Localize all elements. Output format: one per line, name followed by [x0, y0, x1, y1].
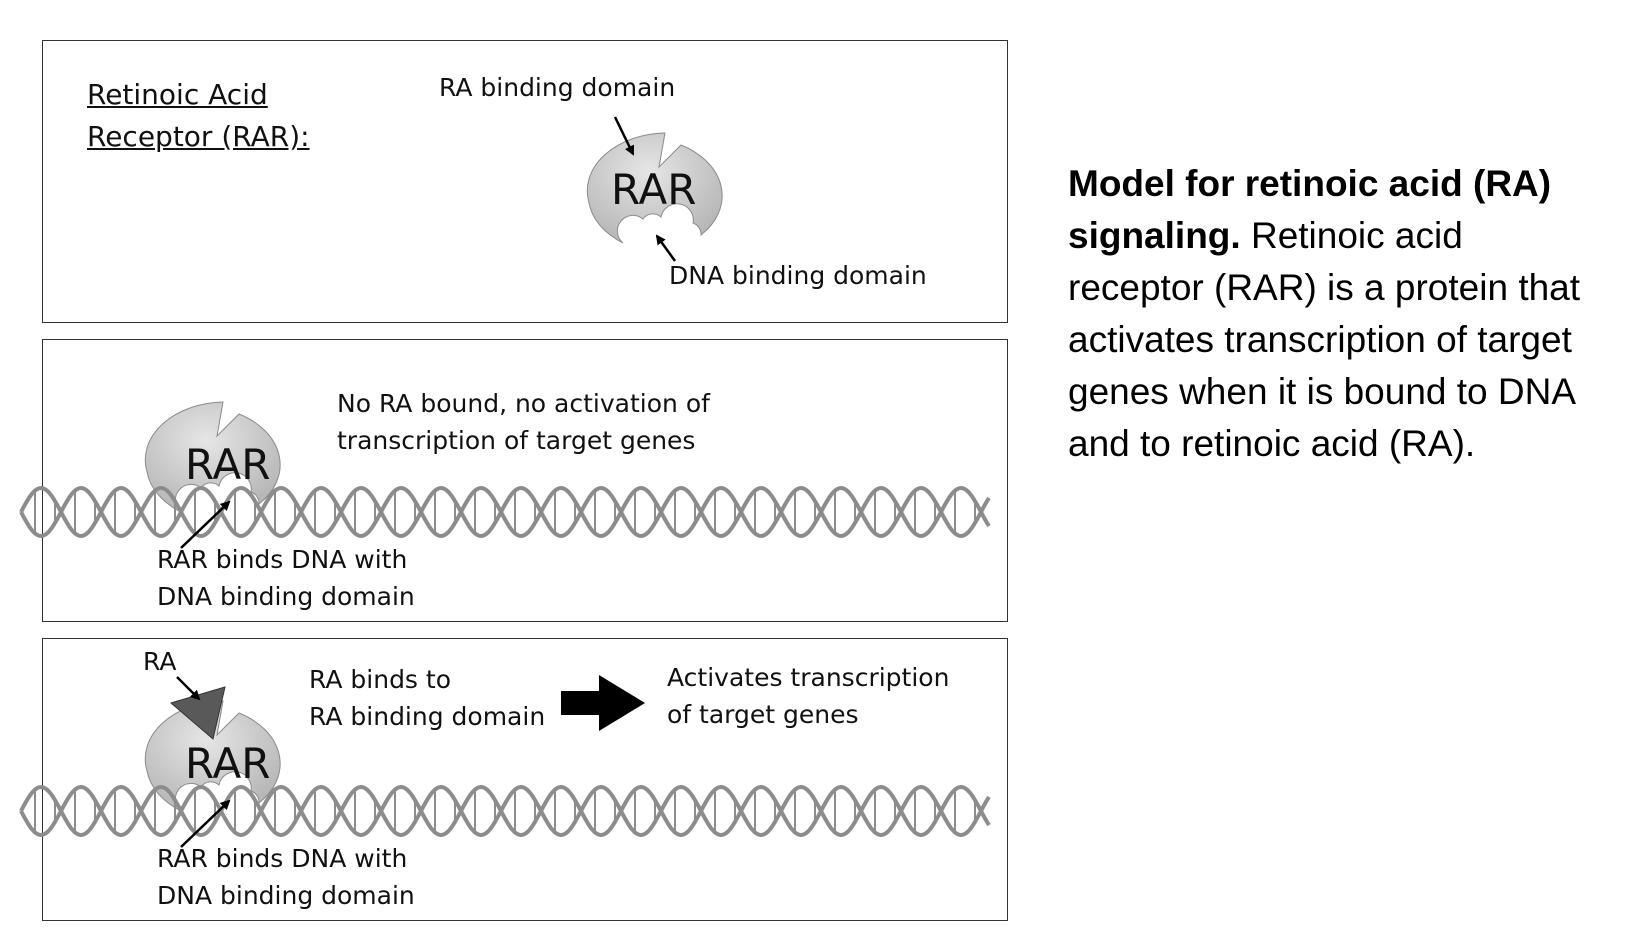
rar-protein-label: RAR	[185, 739, 271, 788]
caption-bold-title: Model for retinoic acid (RA) signaling.	[1068, 163, 1552, 256]
dna-strand-1	[19, 784, 991, 838]
dna-double-helix	[19, 784, 991, 838]
rar-protein-shape	[586, 132, 723, 244]
panel-2-drawing	[19, 401, 991, 549]
figure-caption: Model for retinoic acid (RA) signaling. …	[1068, 158, 1608, 470]
panel-title-line-1: Retinoic Acid	[87, 78, 268, 111]
ra-ligand-label: RA	[143, 647, 177, 676]
rar-protein-label: RAR	[611, 165, 697, 214]
rar-binds-dna-line-2: DNA binding domain	[157, 881, 415, 910]
caption-body: Retinoic acid receptor (RAR) is a protei…	[1068, 215, 1581, 464]
rar-binds-dna-line-1: RAR binds DNA with	[157, 545, 408, 574]
panel-title-line-2: Receptor (RAR):	[87, 120, 310, 153]
ra-binds-line-2: RA binding domain	[309, 702, 546, 731]
activates-transcription-line-2: of target genes	[667, 700, 859, 729]
dna-double-helix	[19, 485, 991, 539]
dna-strand-1	[19, 485, 991, 539]
dna-strand-2	[19, 784, 991, 838]
ra-binding-pointer-arrow	[613, 116, 635, 156]
no-activation-note-line-1: No RA bound, no activation of	[337, 389, 710, 418]
activation-block-arrow	[561, 675, 645, 731]
panel-ra-bound: RA RAR RA binds to RA binding domain Act…	[19, 638, 1008, 921]
ra-binds-line-1: RA binds to	[309, 665, 452, 694]
ra-binding-domain-label: RA binding domain	[439, 73, 676, 102]
dna-binding-pointer-arrow	[655, 234, 677, 262]
activates-transcription-line-1: Activates transcription	[667, 663, 950, 692]
panel-rar-structure: Retinoic Acid Receptor (RAR): RAR RA bin…	[42, 40, 1008, 323]
rar-binds-dna-line-2: DNA binding domain	[157, 582, 415, 611]
dna-binding-pointer-arrow	[180, 799, 231, 848]
panel-1-drawing	[586, 116, 723, 262]
no-activation-note-line-2: transcription of target genes	[337, 426, 696, 455]
ra-pointer-arrow	[176, 676, 201, 701]
panel-3-drawing	[19, 675, 991, 848]
dna-binding-pointer-arrow	[180, 500, 231, 549]
dna-binding-domain-label: DNA binding domain	[669, 261, 927, 290]
rar-protein-label: RAR	[185, 440, 271, 489]
dna-strand-2	[19, 485, 991, 539]
panel-no-ra-bound: RAR No RA bound, no activation of transc…	[19, 339, 1008, 622]
rar-binds-dna-line-1: RAR binds DNA with	[157, 844, 408, 873]
